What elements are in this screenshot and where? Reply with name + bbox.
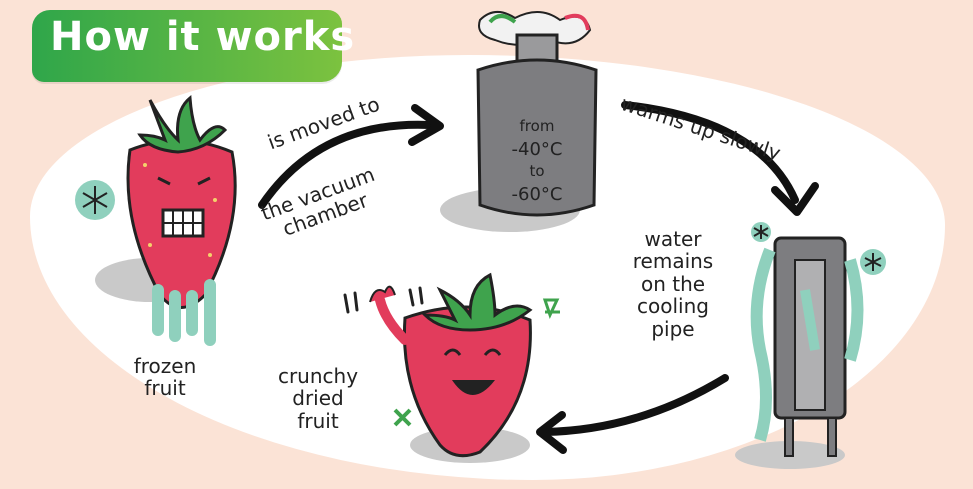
title-banner [32, 10, 342, 82]
chamber-from: from [519, 117, 555, 135]
dried-strawberry [343, 272, 533, 458]
chamber-temp-high: -40°C [511, 139, 563, 160]
sparkle-icon [542, 298, 560, 320]
chamber-temp-low: -60°C [511, 184, 563, 205]
label-crunchy-fruit: crunchy dried fruit [277, 364, 359, 433]
page-title: How it works [50, 14, 356, 60]
snowflake-icon [75, 180, 115, 220]
chamber-to: to [529, 162, 545, 180]
frozen-strawberry [126, 95, 237, 346]
sparkle-icon [393, 408, 412, 427]
cooling-pipe [750, 236, 864, 457]
arrow-warming [621, 101, 799, 204]
arrow-to-dried [541, 374, 729, 436]
vacuum-chamber [476, 11, 598, 217]
snowflake-icon [751, 222, 771, 242]
label-water-remains: water remains on the cooling pipe [632, 227, 714, 341]
arrow-to-chamber [258, 120, 434, 209]
snowflake-icon [860, 249, 886, 275]
label-frozen-fruit: frozen fruit [133, 354, 197, 401]
